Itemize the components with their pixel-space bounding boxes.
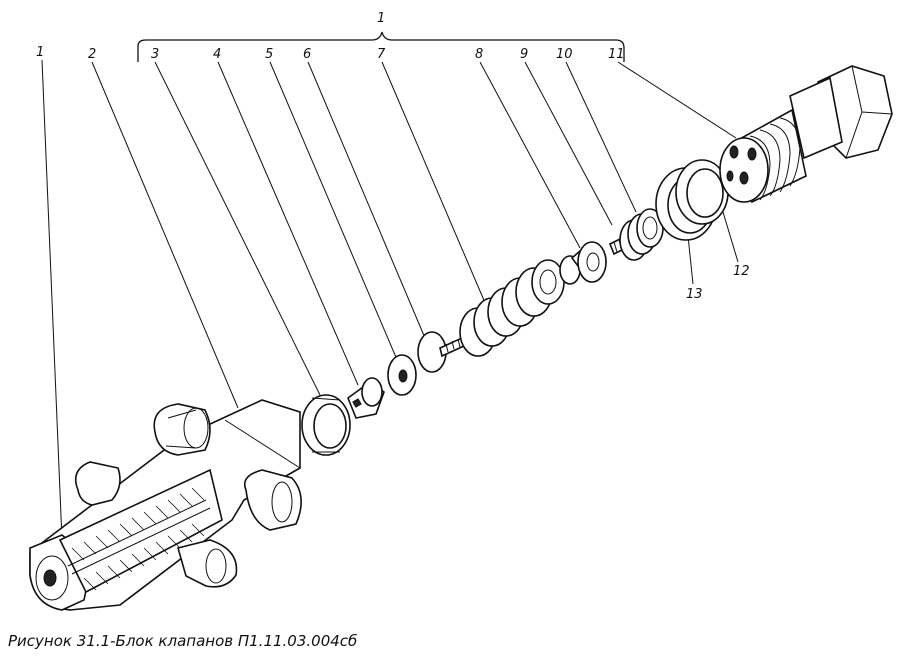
callout-4: 4 bbox=[213, 47, 221, 62]
valve-guide-8 bbox=[559, 241, 608, 285]
washer-5 bbox=[387, 354, 417, 396]
callout-12: 12 bbox=[733, 264, 750, 279]
callout-5: 5 bbox=[265, 47, 273, 62]
group-bracket bbox=[137, 31, 625, 62]
callout-2: 2 bbox=[88, 47, 96, 62]
callout-11: 11 bbox=[608, 47, 625, 62]
callout-10: 10 bbox=[556, 47, 573, 62]
small-spring-10 bbox=[619, 208, 664, 261]
callout-group-1: 1 bbox=[377, 11, 385, 26]
large-spring-7 bbox=[459, 259, 565, 357]
figure-caption: Рисунок 31.1-Блок клапанов П1.11.03.004с… bbox=[8, 632, 357, 650]
callout-8: 8 bbox=[475, 47, 483, 62]
spring-seat-6 bbox=[417, 331, 465, 373]
callout-6: 6 bbox=[303, 47, 311, 62]
callout-13: 13 bbox=[686, 287, 703, 302]
callout-3: 3 bbox=[151, 47, 159, 62]
callout-1: 1 bbox=[36, 45, 44, 60]
callout-7: 7 bbox=[377, 47, 386, 62]
callout-labels: 1 1 2 3 4 5 6 7 8 9 10 11 12 13 bbox=[36, 11, 750, 302]
leader-lines bbox=[41, 59, 739, 541]
ring-12 bbox=[675, 159, 729, 225]
seal-ring-3 bbox=[301, 394, 351, 456]
threaded-cap-11 bbox=[719, 65, 893, 204]
valve-plug-4 bbox=[347, 377, 385, 419]
callout-9: 9 bbox=[520, 47, 528, 62]
valve-body bbox=[29, 399, 302, 611]
